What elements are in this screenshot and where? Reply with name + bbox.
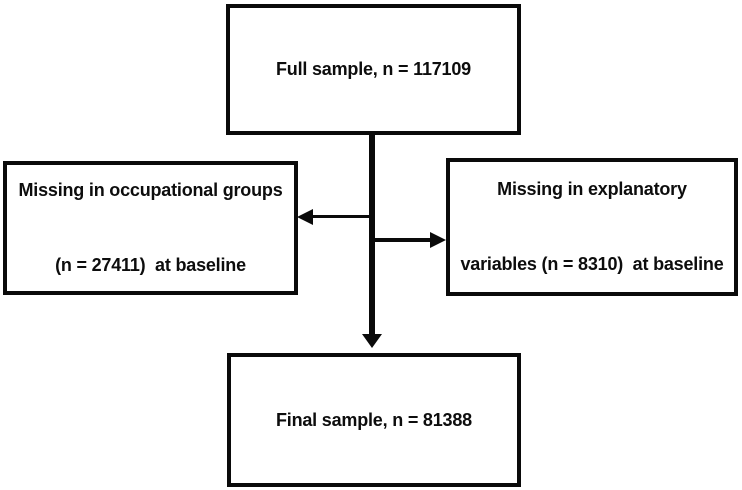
left-branch-line: [310, 215, 372, 218]
full-sample-box: Full sample, n = 117109: [226, 4, 521, 135]
missing-occupational-box: Missing in occupational groups (n = 2741…: [3, 161, 298, 295]
missing-occupational-line1: Missing in occupational groups: [18, 180, 283, 200]
arrowhead-down-icon: [362, 334, 382, 348]
full-sample-label: Full sample, n = 117109: [275, 59, 471, 79]
arrowhead-left-icon: [297, 209, 313, 225]
missing-explanatory-line1: Missing in explanatory: [497, 179, 687, 199]
missing-explanatory-label: Missing in explanatory variables (n = 83…: [452, 127, 731, 327]
missing-explanatory-line2: variables (n = 8310) at baseline: [460, 254, 724, 274]
arrowhead-right-icon: [430, 232, 446, 248]
missing-occupational-line2: (n = 27411) at baseline: [55, 255, 246, 275]
final-sample-box: Final sample, n = 81388: [227, 353, 521, 487]
vertical-connector-line: [369, 133, 375, 336]
missing-occupational-label: Missing in occupational groups (n = 2741…: [10, 128, 290, 328]
right-branch-line: [372, 238, 432, 242]
missing-explanatory-box: Missing in explanatory variables (n = 83…: [446, 158, 738, 296]
final-sample-label: Final sample, n = 81388: [275, 409, 472, 430]
